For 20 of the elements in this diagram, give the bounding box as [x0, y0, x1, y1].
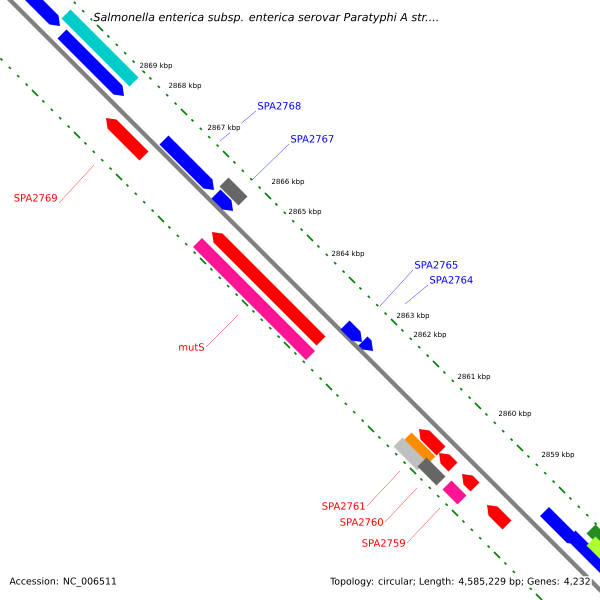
accession-label: Accession: NC_006511 [8, 576, 118, 588]
gene-label: SPA2769 [14, 194, 57, 202]
gene-label: SPA2764 [430, 276, 473, 284]
leader-line [380, 270, 414, 306]
genome-stats-label: Topology: circular; Length: 4,585,229 bp; Genes: 4,232 [329, 576, 592, 588]
leader-line [206, 314, 238, 348]
leader-line [406, 508, 440, 544]
gene-label: SPA2760 [340, 518, 383, 526]
gene-label: SPA2761 [322, 502, 365, 510]
gene-label: SPA2767 [291, 135, 334, 143]
leader-line [366, 470, 400, 506]
gene-label: SPA2768 [258, 102, 301, 110]
leader-line [252, 144, 290, 180]
leader-line [384, 488, 418, 522]
title: Salmonella enterica subsp. enterica serovar Paratyphi A str.... [92, 11, 440, 25]
gene-label: SPA2765 [415, 261, 458, 269]
leader-line [58, 164, 94, 204]
leader-line [404, 284, 428, 304]
gene-label: SPA2759 [362, 539, 405, 547]
gene-label: mutS [179, 343, 204, 351]
